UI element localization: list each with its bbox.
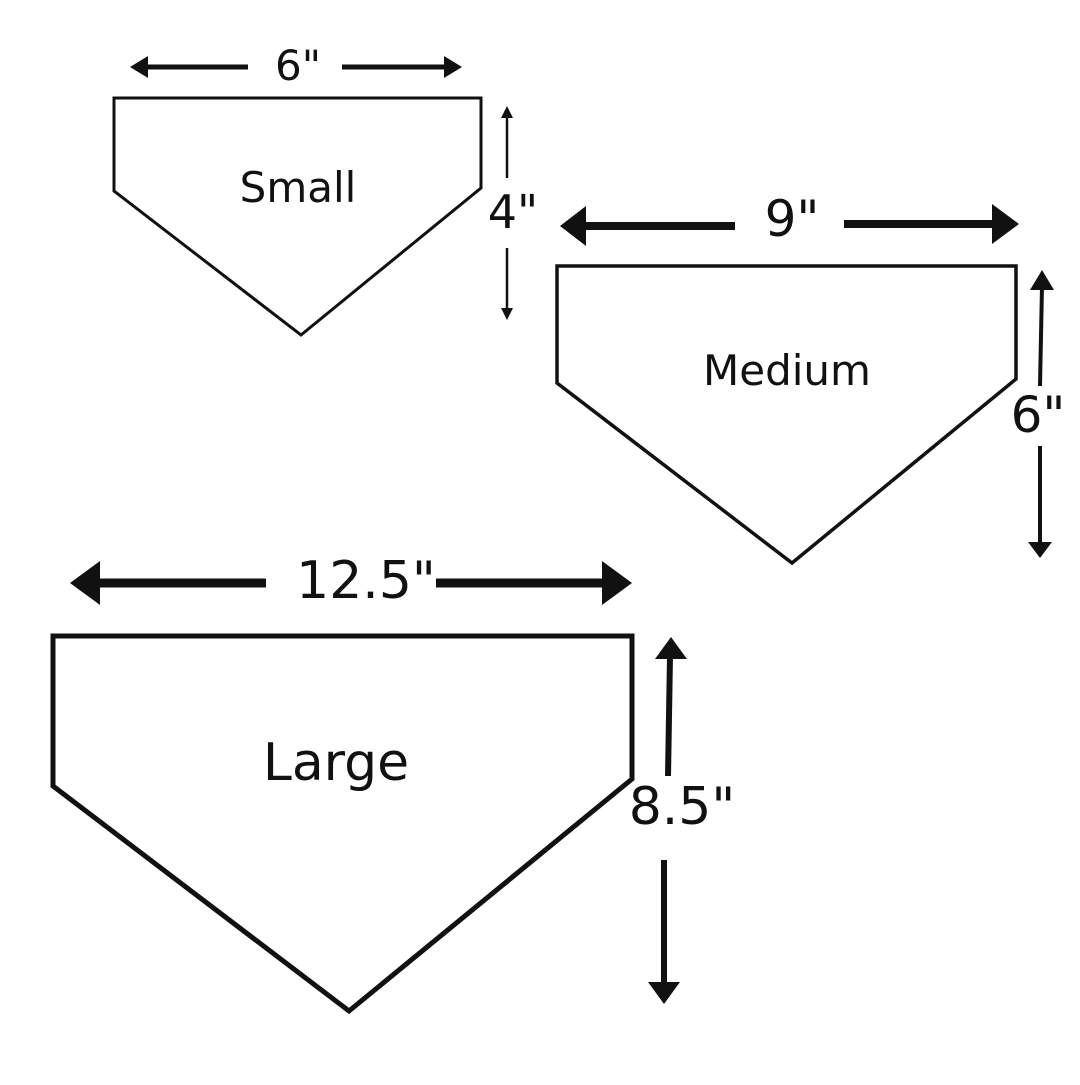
- large-width-dimension: 12.5": [70, 551, 632, 611]
- medium-width-arrowhead-left: [560, 206, 586, 246]
- large-height-dimension: 8.5": [629, 637, 736, 1004]
- large-plate-shape: [50, 633, 635, 1015]
- medium-plate-group: Medium 9" 6": [555, 190, 1066, 566]
- medium-height-arrowhead-down: [1028, 542, 1052, 558]
- medium-width-label: 9": [765, 190, 820, 248]
- medium-plate-shape: [555, 264, 1018, 566]
- small-height-arrowhead-up: [501, 106, 513, 118]
- large-width-label: 12.5": [296, 551, 436, 611]
- small-width-arrowhead-left: [130, 56, 148, 78]
- small-height-dimension: 4": [488, 106, 538, 320]
- medium-plate-label: Medium: [703, 346, 871, 395]
- medium-height-label: 6": [1011, 386, 1066, 444]
- medium-width-arrowhead-right: [992, 204, 1019, 244]
- large-plate-group: Large 12.5" 8.5": [50, 551, 736, 1015]
- small-height-arrowhead-down: [501, 308, 513, 320]
- small-width-dimension: 6": [130, 41, 462, 90]
- medium-height-dimension: 6": [1011, 270, 1066, 558]
- small-height-label: 4": [488, 185, 538, 239]
- small-plate-label: Small: [240, 163, 357, 212]
- large-plate-label: Large: [263, 733, 409, 793]
- large-width-arrowhead-left: [70, 561, 100, 605]
- large-height-arrow-up: [665, 655, 673, 777]
- small-width-label: 6": [275, 41, 321, 90]
- large-height-label: 8.5": [629, 777, 736, 837]
- medium-width-dimension: 9": [560, 190, 1019, 248]
- large-width-arrowhead-right: [602, 561, 632, 605]
- medium-height-arrowhead-up: [1030, 270, 1054, 290]
- medium-height-arrow-up: [1038, 285, 1044, 387]
- small-width-arrowhead-right: [444, 56, 462, 78]
- small-plate-group: Small 6" 4": [112, 41, 538, 337]
- small-plate-shape: [112, 96, 483, 337]
- large-height-arrowhead-up: [655, 637, 687, 659]
- large-height-arrowhead-down: [648, 982, 680, 1004]
